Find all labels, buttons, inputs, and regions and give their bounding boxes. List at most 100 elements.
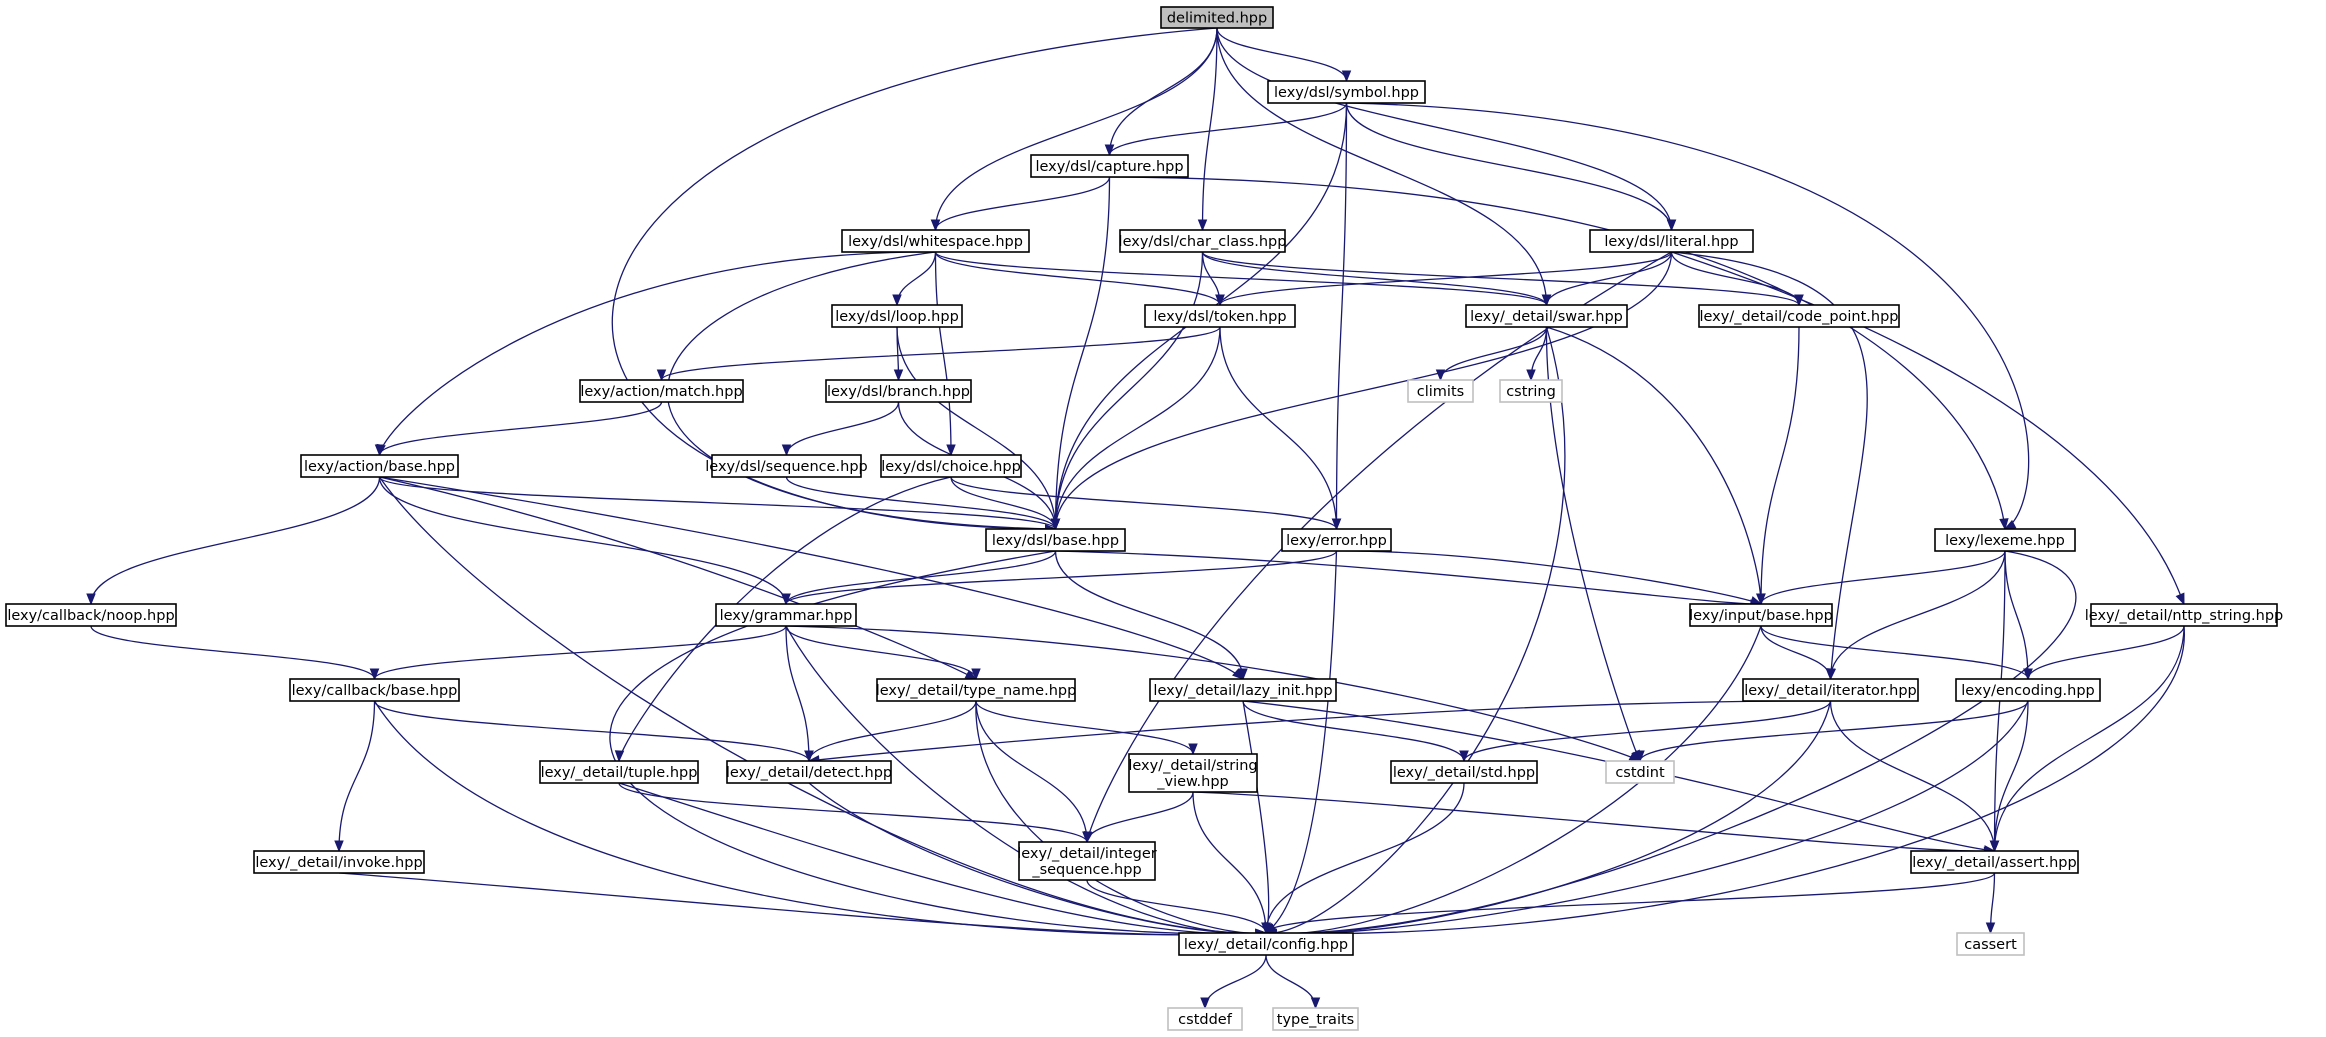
nodes-layer: delimited.hpp lexy/dsl/symbol.hpp lexy/dsl…	[5, 6, 2283, 1031]
node-box-dsl_base	[985, 528, 1126, 552]
arrowhead-whitespace-to-loop	[892, 294, 902, 307]
edge-grammar-to-cstdint	[785, 625, 1641, 762]
node-code_point[interactable]: lexy/_detail/code_point.hpp	[1698, 304, 1900, 328]
node-type_name[interactable]: lexy/_detail/type_name.hpp	[876, 678, 1077, 702]
node-grammar[interactable]: lexy/grammar.hpp	[715, 603, 857, 627]
edge-encoding-to-config	[1265, 700, 2029, 935]
node-literal[interactable]: lexy/dsl/literal.hpp	[1589, 229, 1754, 253]
node-delimited[interactable]: delimited.hpp	[1160, 6, 1274, 29]
node-box-swar	[1465, 304, 1628, 328]
edge-delimited-to-capture	[1108, 27, 1218, 156]
edge-grammar-to-detect	[785, 625, 810, 762]
node-label-symbol: lexy/dsl/symbol.hpp	[1274, 85, 1419, 101]
edge-nttp_string-to-assert	[1993, 625, 2185, 852]
node-box-invoke	[253, 850, 425, 874]
node-box-config	[1178, 932, 1354, 956]
node-callback_base[interactable]: lexy/callback/base.hpp	[289, 678, 460, 702]
node-std[interactable]: lexy/_detail/std.hpp	[1390, 760, 1538, 784]
node-label-lexeme: lexy/lexeme.hpp	[1945, 533, 2065, 549]
node-box-char_class	[1119, 229, 1286, 253]
node-action_base[interactable]: lexy/action/base.hpp	[300, 454, 459, 478]
node-nttp_string[interactable]: lexy/_detail/nttp_string.hpp	[2085, 603, 2283, 627]
node-label-capture: lexy/dsl/capture.hpp	[1035, 159, 1183, 175]
edge-tuple-to-integer_sequence	[618, 782, 1088, 843]
node-error[interactable]: lexy/error.hpp	[1281, 528, 1392, 552]
node-assert[interactable]: lexy/_detail/assert.hpp	[1910, 850, 2079, 874]
node-box-encoding	[1955, 678, 2101, 702]
node-invoke[interactable]: lexy/_detail/invoke.hpp	[253, 850, 425, 874]
node-box-detect	[726, 760, 892, 784]
arrowhead-match-to-action_base	[374, 444, 385, 457]
node-box-token	[1144, 304, 1296, 328]
arrowhead-type_name-to-detect	[804, 750, 814, 763]
arrowhead-capture-to-lexeme	[1999, 518, 2009, 531]
node-string_view[interactable]: lexy/_detail/string_view.hpp	[1128, 753, 1258, 793]
edge-string_view-to-config	[1192, 791, 1267, 934]
node-loop[interactable]: lexy/dsl/loop.hpp	[831, 304, 963, 328]
arrowhead-symbol-to-literal	[1666, 219, 1677, 232]
node-dsl_base[interactable]: lexy/dsl/base.hpp	[985, 528, 1126, 552]
node-label-cassert: cassert	[1964, 937, 2017, 953]
edge-error-to-config	[1265, 550, 1338, 934]
node-iterator[interactable]: lexy/_detail/iterator.hpp	[1742, 678, 1919, 702]
node-box-code_point	[1698, 304, 1900, 328]
edge-iterator-to-detect	[808, 700, 1831, 762]
node-symbol[interactable]: lexy/dsl/symbol.hpp	[1267, 80, 1426, 104]
node-climits: climits	[1407, 379, 1474, 403]
node-label-assert: lexy/_detail/assert.hpp	[1912, 855, 2076, 871]
edge-error-to-grammar	[785, 550, 1338, 605]
node-label-code_point: lexy/_detail/code_point.hpp	[1699, 309, 1898, 325]
node-branch[interactable]: lexy/dsl/branch.hpp	[825, 379, 972, 403]
arrowhead-delimited-to-symbol	[1341, 70, 1352, 83]
edge-tuple-to-config	[618, 782, 1267, 935]
node-token[interactable]: lexy/dsl/token.hpp	[1144, 304, 1296, 328]
node-input_base[interactable]: lexy/input/base.hpp	[1689, 603, 1833, 627]
edge-choice-to-error	[950, 476, 1338, 530]
edge-char_class-to-code_point	[1201, 251, 1800, 306]
arrowhead-capture-to-whitespace	[930, 219, 941, 232]
node-lazy_init[interactable]: lexy/_detail/lazy_init.hpp	[1149, 678, 1337, 702]
node-match[interactable]: lexy/action/match.hpp	[579, 379, 744, 403]
node-lexeme[interactable]: lexy/lexeme.hpp	[1934, 528, 2076, 552]
node-label-invoke: lexy/_detail/invoke.hpp	[255, 855, 422, 871]
node-noop[interactable]: lexy/callback/noop.hpp	[5, 603, 177, 627]
node-whitespace[interactable]: lexy/dsl/whitespace.hpp	[841, 229, 1030, 253]
node-box-symbol	[1267, 80, 1426, 104]
arrowhead-assert-to-config	[1261, 922, 1271, 935]
edge-action_base-to-lazy_init	[379, 476, 1244, 680]
node-box-nttp_string	[2090, 603, 2278, 627]
edge-literal-to-token	[1219, 251, 1673, 306]
node-box-type_name	[876, 678, 1076, 702]
edge-delimited-to-swar	[1216, 27, 1548, 306]
node-box-callback_base	[289, 678, 460, 702]
node-box-climits	[1407, 379, 1474, 403]
node-label-nttp_string: lexy/_detail/nttp_string.hpp	[2085, 608, 2283, 624]
edge-grammar-to-callback_base	[373, 625, 787, 680]
node-capture[interactable]: lexy/dsl/capture.hpp	[1030, 154, 1189, 178]
arrowhead-symbol-to-capture	[1104, 144, 1115, 157]
node-choice[interactable]: lexy/dsl/choice.hpp	[880, 454, 1022, 478]
edge-whitespace-to-action_base	[378, 251, 936, 456]
node-sequence[interactable]: lexy/dsl/sequence.hpp	[705, 454, 868, 478]
node-detect[interactable]: lexy/_detail/detect.hpp	[726, 760, 892, 784]
edges-layer	[86, 27, 2185, 1010]
node-label-swar: lexy/_detail/swar.hpp	[1470, 309, 1623, 325]
edge-iterator-to-assert	[1829, 700, 1996, 852]
edge-grammar-to-config	[785, 625, 1267, 935]
arrowhead-delimited-to-char_class	[1197, 219, 1208, 232]
edge-choice-to-dsl_base	[950, 476, 1057, 530]
node-encoding[interactable]: lexy/encoding.hpp	[1955, 678, 2101, 702]
edge-integer_sequence-to-config	[1086, 879, 1267, 934]
node-label-lazy_init: lexy/_detail/lazy_init.hpp	[1153, 683, 1332, 699]
node-label-cstring: cstring	[1506, 384, 1556, 400]
edge-whitespace-to-loop	[896, 251, 937, 306]
node-swar[interactable]: lexy/_detail/swar.hpp	[1465, 304, 1628, 328]
node-char_class[interactable]: lexy/dsl/char_class.hpp	[1119, 229, 1287, 253]
edge-symbol-to-capture	[1108, 102, 1348, 156]
node-tuple[interactable]: lexy/_detail/tuple.hpp	[539, 760, 699, 784]
node-box-match	[579, 379, 744, 403]
node-integer_sequence[interactable]: lexy/_detail/integer_sequence.hpp	[1017, 841, 1157, 881]
arrowhead-choice-to-tuple	[614, 750, 625, 763]
node-config[interactable]: lexy/_detail/config.hpp	[1178, 932, 1354, 956]
